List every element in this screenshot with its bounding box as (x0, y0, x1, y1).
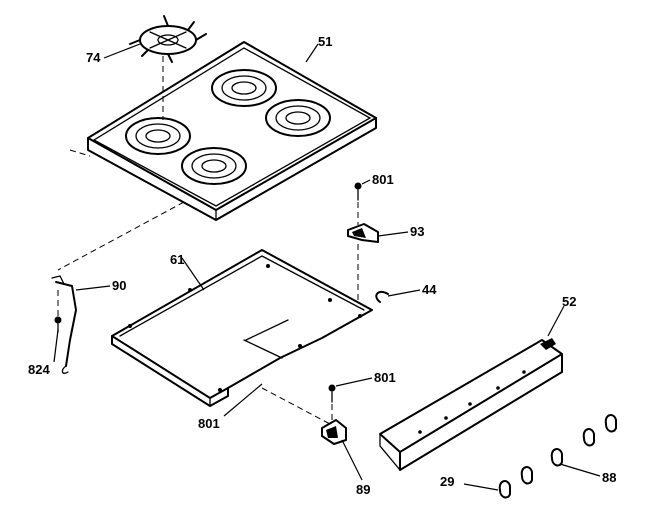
callout-52: 52 (562, 294, 576, 309)
callout-801-top: 801 (372, 172, 394, 187)
front-trim (379, 338, 563, 471)
callout-801-bottom: 801 (198, 416, 220, 431)
ignition-wire (51, 275, 77, 374)
screw-left (54, 316, 62, 333)
screw-top (354, 182, 362, 201)
bracket-top (347, 223, 379, 243)
callout-51: 51 (318, 34, 332, 49)
knob-set (498, 414, 617, 499)
callout-824: 824 (28, 362, 50, 377)
leader-lines (53, 43, 601, 491)
callout-801-mid: 801 (374, 370, 396, 385)
callout-29: 29 (440, 474, 454, 489)
screw-mid (328, 384, 336, 403)
callout-93: 93 (410, 224, 424, 239)
cooktop-guide-left (69, 149, 91, 157)
wire-guide-line (57, 201, 185, 271)
callout-90: 90 (112, 278, 126, 293)
box-guide-line (261, 387, 331, 425)
bracket-bottom (321, 419, 347, 445)
cooktop-panel (87, 41, 377, 221)
burner-grate (129, 15, 207, 63)
callout-44: 44 (422, 282, 437, 297)
callout-89: 89 (356, 482, 370, 497)
callout-88: 88 (602, 470, 616, 485)
retaining-clip (375, 290, 389, 303)
callout-61: 61 (170, 252, 184, 267)
burner-box (111, 249, 373, 407)
callout-74: 74 (86, 50, 101, 65)
